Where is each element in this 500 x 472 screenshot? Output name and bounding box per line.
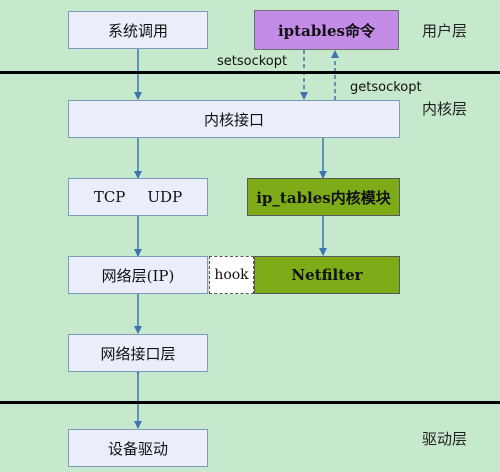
tcp-label: TCP <box>93 188 126 206</box>
kernel-driver-separator <box>0 401 500 404</box>
network-interface-layer-box: 网络接口层 <box>68 334 208 372</box>
tcp-udp-box: TCP UDP <box>68 178 208 216</box>
kernel-layer-label: 内核层 <box>422 100 468 118</box>
udp-label: UDP <box>147 188 183 206</box>
user-layer-label: 用户层 <box>422 22 468 40</box>
syscall-box: 系统调用 <box>68 11 208 49</box>
netfilter-box: Netfilter <box>254 256 400 294</box>
user-kernel-separator <box>0 71 500 74</box>
device-driver-box: 设备驱动 <box>68 429 208 467</box>
hook-box: hook <box>209 256 254 294</box>
driver-layer-label: 驱动层 <box>422 430 468 448</box>
kernel-interface-box: 内核接口 <box>68 100 400 138</box>
network-layer-box: 网络层(IP) <box>68 256 208 294</box>
ip-tables-module-box: ip_tables内核模块 <box>247 178 400 216</box>
setsockopt-label: setsockopt <box>217 54 288 69</box>
iptables-command-box: iptables命令 <box>254 10 399 50</box>
getsockopt-label: getsockopt <box>350 80 422 95</box>
